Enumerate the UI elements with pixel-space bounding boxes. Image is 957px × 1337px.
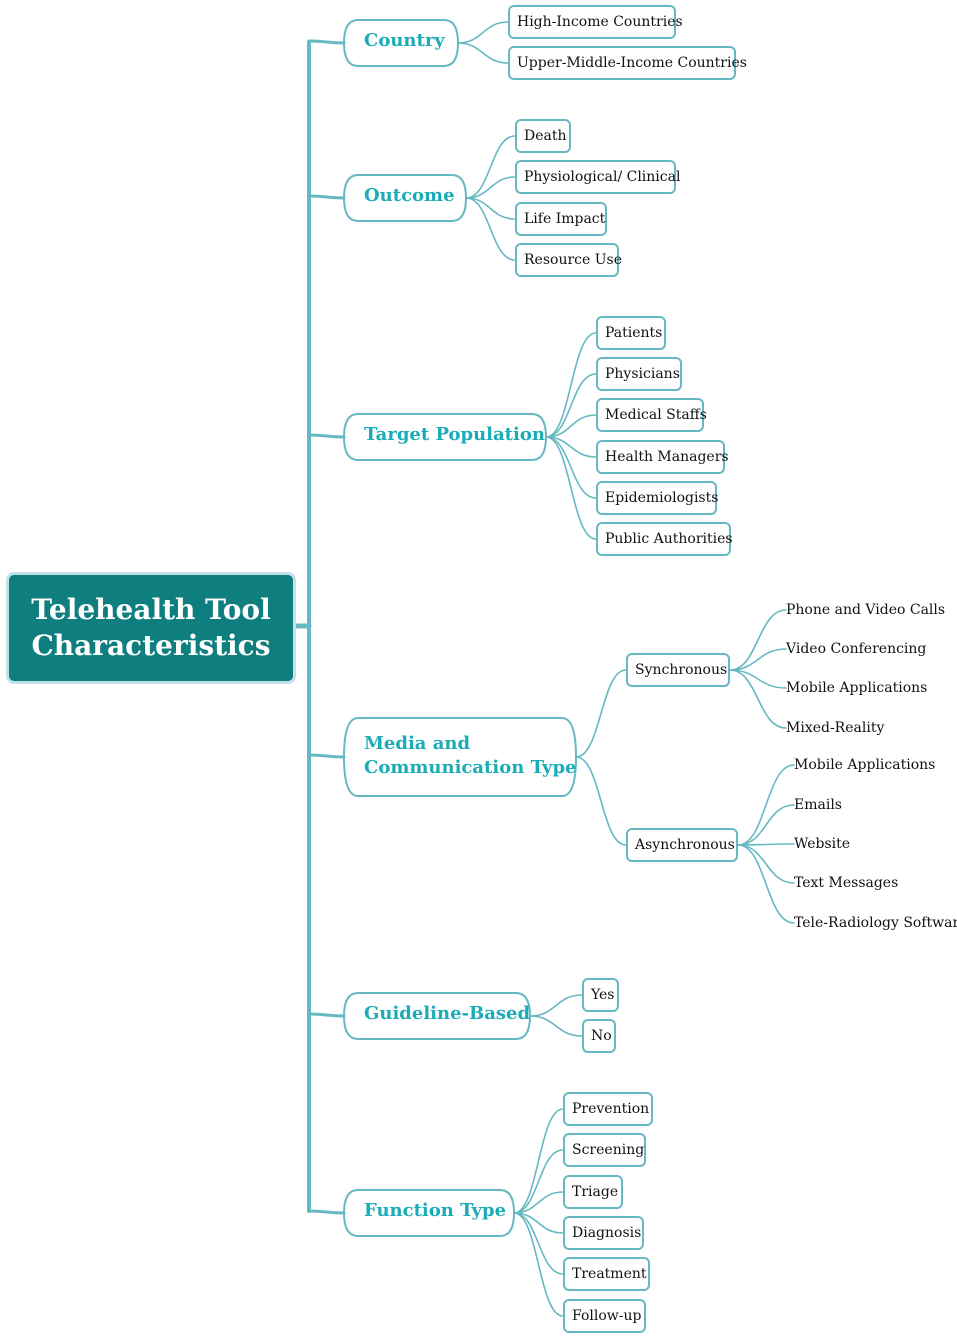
branch-target-0 [545, 332, 597, 438]
leaf-screening: Screening [563, 1133, 646, 1167]
leaf-life-impact: Life Impact [515, 202, 607, 236]
leaf-public-authorities: Public Authorities [596, 522, 733, 556]
leaf-physicians: Physicians [596, 357, 682, 391]
root-title-line2: Characteristics [31, 629, 271, 662]
sync-item-mixed-reality: Mixed-Reality [786, 720, 885, 736]
branch-target-1 [545, 373, 597, 438]
branch-target-5 [545, 436, 597, 540]
async-item-tele-radiology: Tele-Radiology Software [794, 915, 957, 931]
branch-sync-3 [729, 669, 787, 729]
spine-branch-outcome [307, 194, 346, 200]
branch-function-0 [513, 1108, 564, 1214]
category-bubble-function [342, 1189, 516, 1237]
subnode-synchronous: Synchronous [626, 653, 730, 687]
leaf-triage: Triage [563, 1175, 623, 1209]
leaf-medical-staffs: Medical Staffs [596, 398, 707, 432]
leaf-treatment: Treatment [563, 1257, 650, 1291]
branch-async-4 [737, 844, 795, 924]
spine-branch-guideline [307, 1012, 346, 1018]
leaf-high-income: High-Income Countries [508, 5, 683, 39]
subnode-asynchronous: Asynchronous [626, 828, 738, 862]
spine-branch-media [307, 753, 346, 759]
branch-country-0 [457, 21, 509, 44]
branch-outcome-2 [465, 197, 516, 220]
leaf-no: No [582, 1019, 616, 1053]
category-bubble-guideline [342, 992, 532, 1040]
branch-guideline-1 [529, 1015, 583, 1037]
branch-function-4 [513, 1212, 564, 1275]
branch-target-2 [545, 414, 597, 438]
leaf-resource-use: Resource Use [515, 243, 622, 277]
branch-target-4 [545, 436, 597, 499]
branch-outcome-3 [465, 197, 516, 261]
category-bubble-outcome [342, 174, 468, 222]
async-item-website: Website [794, 836, 851, 852]
branch-sync-2 [729, 669, 787, 689]
leaf-death: Death [515, 119, 571, 153]
leaf-patients: Patients [596, 316, 666, 350]
branch-outcome-0 [465, 135, 516, 199]
branch-async-1 [737, 804, 795, 846]
leaf-physiological-clinical: Physiological/ Clinical [515, 160, 680, 194]
category-guideline-based: Guideline-Based [364, 1003, 531, 1024]
branch-sync-0 [729, 609, 787, 671]
branch-media-0 [575, 669, 627, 758]
category-bubble-country [342, 19, 460, 67]
leaf-prevention: Prevention [563, 1092, 653, 1126]
category-media-line2: Communication Type [364, 757, 577, 778]
sync-item-mobile-applications: Mobile Applications [786, 680, 928, 696]
root-node: Telehealth Tool Characteristics [6, 572, 296, 684]
leaf-health-managers: Health Managers [596, 440, 729, 474]
spine-branch-function [307, 1209, 346, 1215]
branch-async-3 [737, 844, 795, 884]
leaf-upper-middle-income: Upper-Middle-Income Countries [508, 46, 747, 80]
category-function-type: Function Type [364, 1200, 507, 1221]
branch-outcome-1 [465, 176, 516, 199]
leaf-epidemiologists: Epidemiologists [596, 481, 718, 515]
category-bubble-media [342, 717, 578, 797]
spine-branch-country [307, 39, 346, 45]
sync-item-video-conferencing: Video Conferencing [786, 641, 927, 657]
category-outcome: Outcome [364, 185, 455, 206]
branch-function-2 [513, 1191, 564, 1214]
category-target-population: Target Population [364, 424, 545, 445]
branch-media-1 [575, 756, 627, 846]
branch-function-5 [513, 1212, 564, 1317]
root-title-line1: Telehealth Tool [31, 593, 271, 626]
category-bubble-target [342, 413, 548, 461]
async-item-mobile-applications: Mobile Applications [794, 757, 936, 773]
branch-sync-1 [729, 648, 787, 671]
async-item-text-messages: Text Messages [794, 875, 899, 891]
leaf-yes: Yes [582, 978, 619, 1012]
branch-function-1 [513, 1149, 564, 1214]
async-item-emails: Emails [794, 797, 842, 813]
spine-branch-target [307, 433, 346, 439]
sync-item-phone-video-calls: Phone and Video Calls [786, 602, 946, 618]
category-media-line1: Media and [364, 733, 471, 754]
branch-async-0 [737, 764, 795, 846]
category-country: Country [364, 30, 445, 51]
branch-guideline-0 [529, 994, 583, 1017]
leaf-follow-up: Follow-up [563, 1299, 646, 1333]
branch-country-1 [457, 42, 509, 64]
leaf-diagnosis: Diagnosis [563, 1216, 644, 1250]
